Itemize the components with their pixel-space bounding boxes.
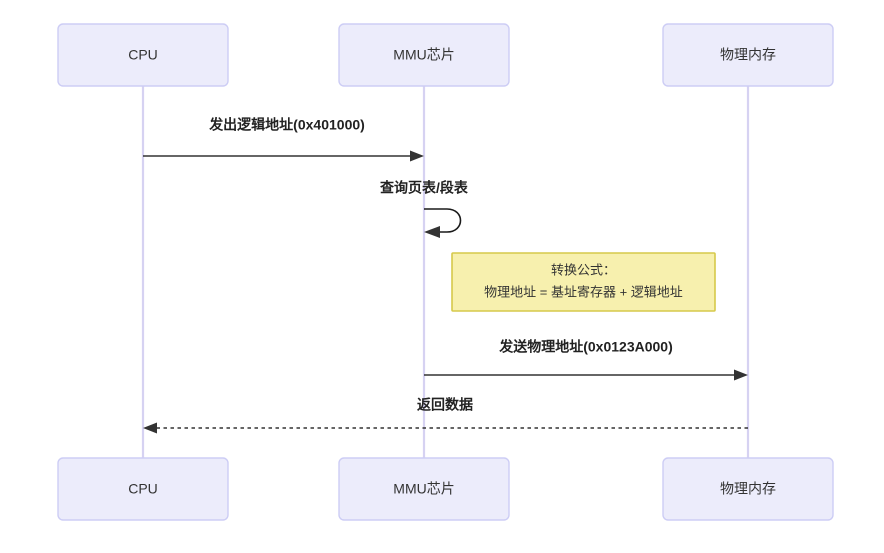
participant-top-cpu[interactable]: CPU <box>57 23 229 87</box>
participant-box-mmu-bottom[interactable] <box>338 457 510 521</box>
message-label-lookup-table: 查询页表/段表 <box>380 180 469 196</box>
participant-bottom-mmu[interactable]: MMU芯片 <box>338 457 510 521</box>
message-label-physical-address: 发送物理地址(0x0123A000) <box>498 339 673 355</box>
message-logical-address[interactable]: 发出逻辑地址(0x401000) <box>143 117 424 162</box>
message-loop-path-lookup-table <box>424 208 462 233</box>
participant-label-mmu-bottom: MMU芯片 <box>393 481 454 497</box>
participant-top-mem[interactable]: 物理内存 <box>662 23 834 87</box>
participant-bottom-cpu[interactable]: CPU <box>57 457 229 521</box>
message-physical-address[interactable]: 发送物理地址(0x0123A000) <box>424 339 748 381</box>
participant-label-mem-top: 物理内存 <box>720 47 776 63</box>
arrow-head-lookup-table <box>424 226 440 238</box>
participant-label-cpu-bottom: CPU <box>128 481 158 497</box>
participant-box-cpu-bottom[interactable] <box>57 457 229 521</box>
note-line-1: 转换公式： <box>551 262 616 277</box>
arrow-head-physical-address <box>734 369 748 381</box>
participant-box-mem-bottom[interactable] <box>662 457 834 521</box>
participant-label-cpu-top: CPU <box>128 47 158 63</box>
message-lookup-table[interactable]: 查询页表/段表 <box>380 180 469 238</box>
participant-box-mem-top[interactable] <box>662 23 834 87</box>
note-box-conversion-formula[interactable] <box>451 252 716 312</box>
participants-top: CPU MMU芯片 物理内存 <box>57 23 834 87</box>
participant-box-cpu-top[interactable] <box>57 23 229 87</box>
participants-bottom: CPU MMU芯片 物理内存 <box>57 457 834 521</box>
lifelines <box>141 86 750 458</box>
arrow-head-return-data <box>143 422 157 434</box>
message-label-logical-address: 发出逻辑地址(0x401000) <box>208 117 365 133</box>
participant-bottom-mem[interactable]: 物理内存 <box>662 457 834 521</box>
participant-label-mmu-top: MMU芯片 <box>393 47 454 63</box>
note-line-2: 物理地址 = 基址寄存器 + 逻辑地址 <box>484 284 683 299</box>
participant-label-mem-bottom: 物理内存 <box>720 481 776 497</box>
note-conversion-formula[interactable]: 转换公式： 物理地址 = 基址寄存器 + 逻辑地址 <box>451 252 716 312</box>
message-return-data[interactable]: 返回数据 <box>143 397 748 434</box>
arrow-head-logical-address <box>410 150 424 162</box>
participant-box-mmu-top[interactable] <box>338 23 510 87</box>
message-label-return-data: 返回数据 <box>417 397 473 413</box>
participant-top-mmu[interactable]: MMU芯片 <box>338 23 510 87</box>
